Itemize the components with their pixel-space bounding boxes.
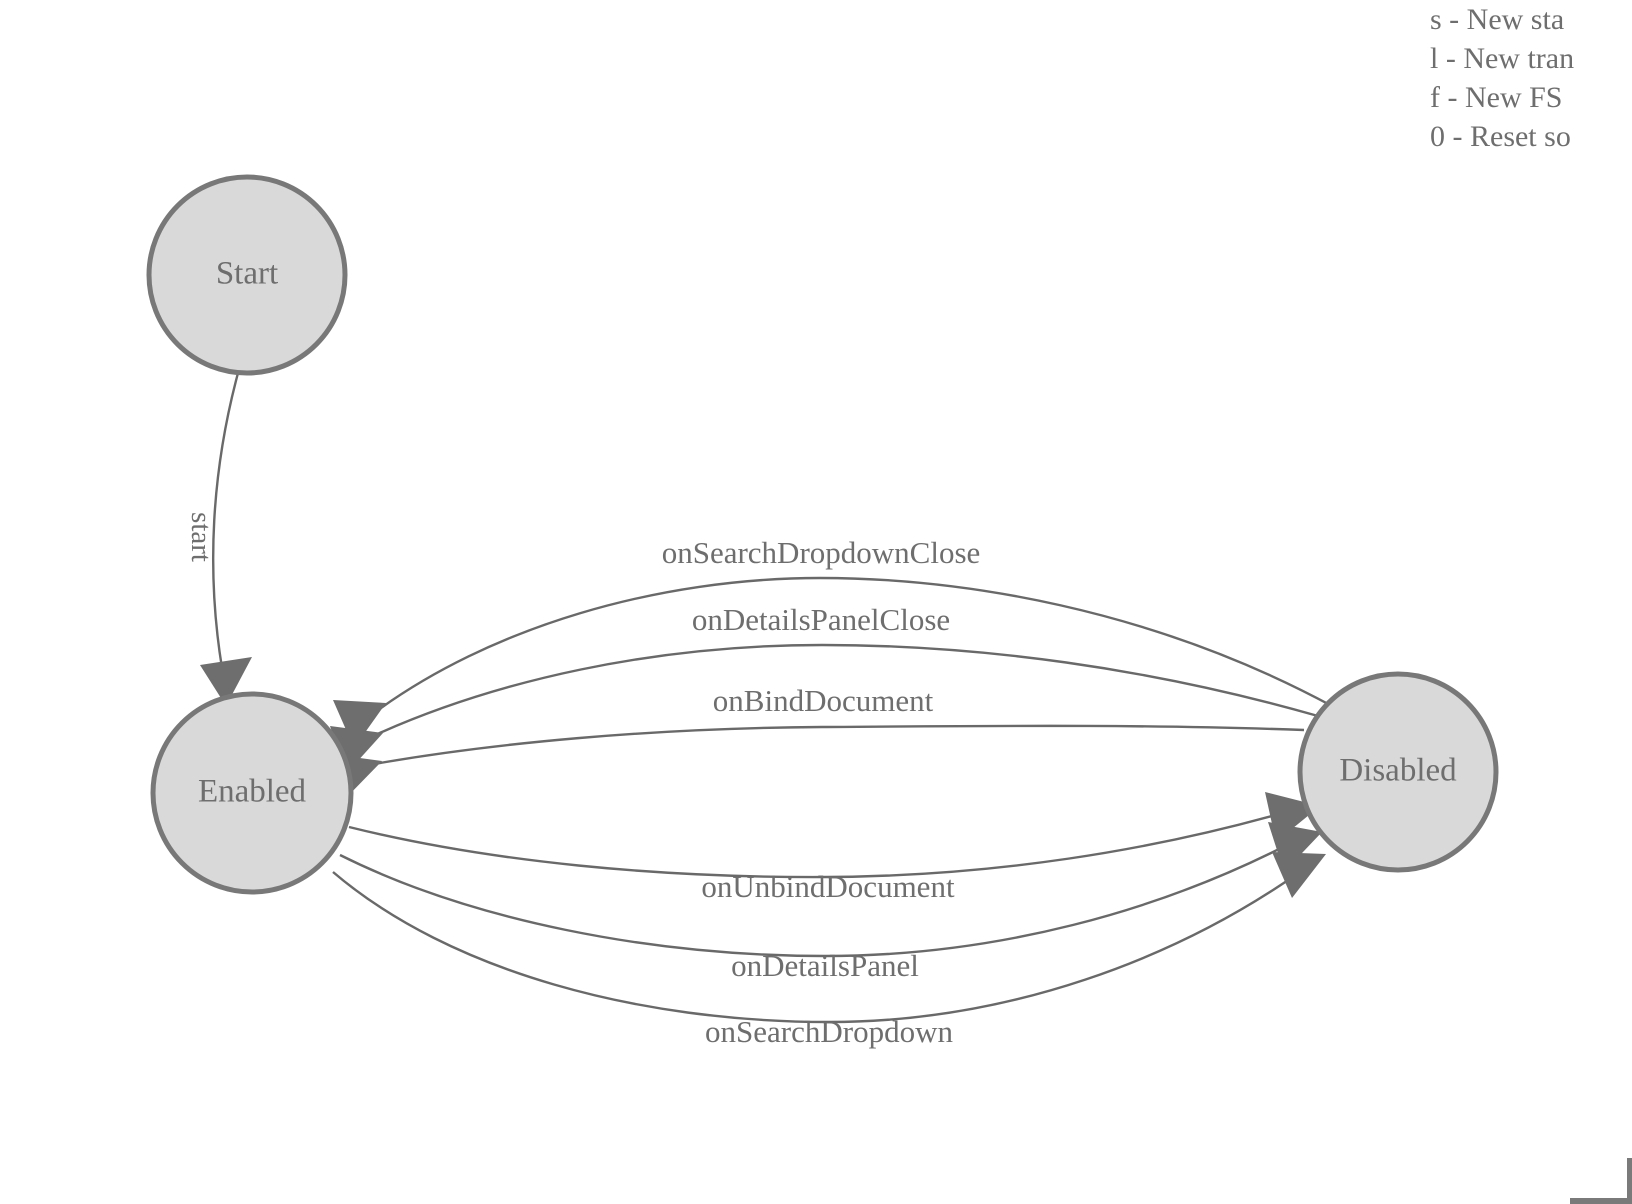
transition-onsearchdropdown-path[interactable] — [332, 855, 1323, 1024]
transition-label-start: start — [185, 512, 217, 562]
state-node-enabled[interactable]: Enabled — [150, 691, 354, 895]
transition-onunbinddocument[interactable] — [348, 792, 1320, 879]
transition-label-ondetailspanel: onDetailsPanel — [731, 948, 919, 983]
transition-onbinddocument[interactable] — [330, 724, 1305, 800]
transition-onsearchdropdown[interactable] — [332, 852, 1326, 1024]
state-node-disabled-circle[interactable] — [1297, 671, 1499, 873]
help-line-reset: 0 - Reset so — [1430, 120, 1571, 153]
help-line-new-fsm: f - New FS — [1430, 81, 1563, 114]
help-line-new-transition: l - New tran — [1430, 42, 1575, 75]
transition-start-arrowhead — [200, 657, 252, 706]
transition-onsearchdropdownclose[interactable] — [333, 576, 1333, 748]
transition-onsearchdropdown-arrowhead — [1272, 852, 1326, 898]
state-node-enabled-label: Enabled — [198, 774, 307, 810]
state-node-start-circle[interactable] — [146, 174, 348, 376]
transition-ondetailspanel-path[interactable] — [339, 832, 1309, 958]
vertical-scrollbar-thumb[interactable] — [1627, 1158, 1632, 1204]
transition-label-onbinddocument: onBindDocument — [713, 683, 934, 718]
state-node-disabled-label: Disabled — [1339, 753, 1457, 789]
transition-ondetailspanelclose-path[interactable] — [359, 643, 1319, 744]
transition-label-onsearchdropdownclose: onSearchDropdownClose — [662, 535, 981, 570]
transition-start[interactable] — [200, 372, 252, 706]
state-node-start-label: Start — [216, 256, 278, 292]
help-line-new-state: s - New sta — [1430, 3, 1565, 36]
transition-onsearchdropdownclose-arrowhead — [333, 700, 386, 748]
transition-label-onunbinddocument: onUnbindDocument — [701, 869, 955, 904]
state-node-disabled[interactable]: Disabled — [1297, 671, 1499, 873]
transition-onbinddocument-path[interactable] — [351, 724, 1305, 770]
transition-label-onsearchdropdown: onSearchDropdown — [705, 1014, 953, 1049]
keyboard-shortcut-help: s - New sta l - New tran f - New FS 0 - … — [1430, 0, 1632, 156]
horizontal-scrollbar-thumb[interactable] — [1570, 1198, 1632, 1204]
state-node-start[interactable]: Start — [146, 174, 348, 376]
transition-label-ondetailspanelclose: onDetailsPanelClose — [692, 602, 950, 637]
transition-onunbinddocument-path[interactable] — [348, 806, 1301, 879]
transition-start-path[interactable] — [211, 372, 240, 669]
state-node-enabled-circle[interactable] — [150, 691, 354, 895]
transition-onsearchdropdownclose-path[interactable] — [369, 576, 1333, 717]
